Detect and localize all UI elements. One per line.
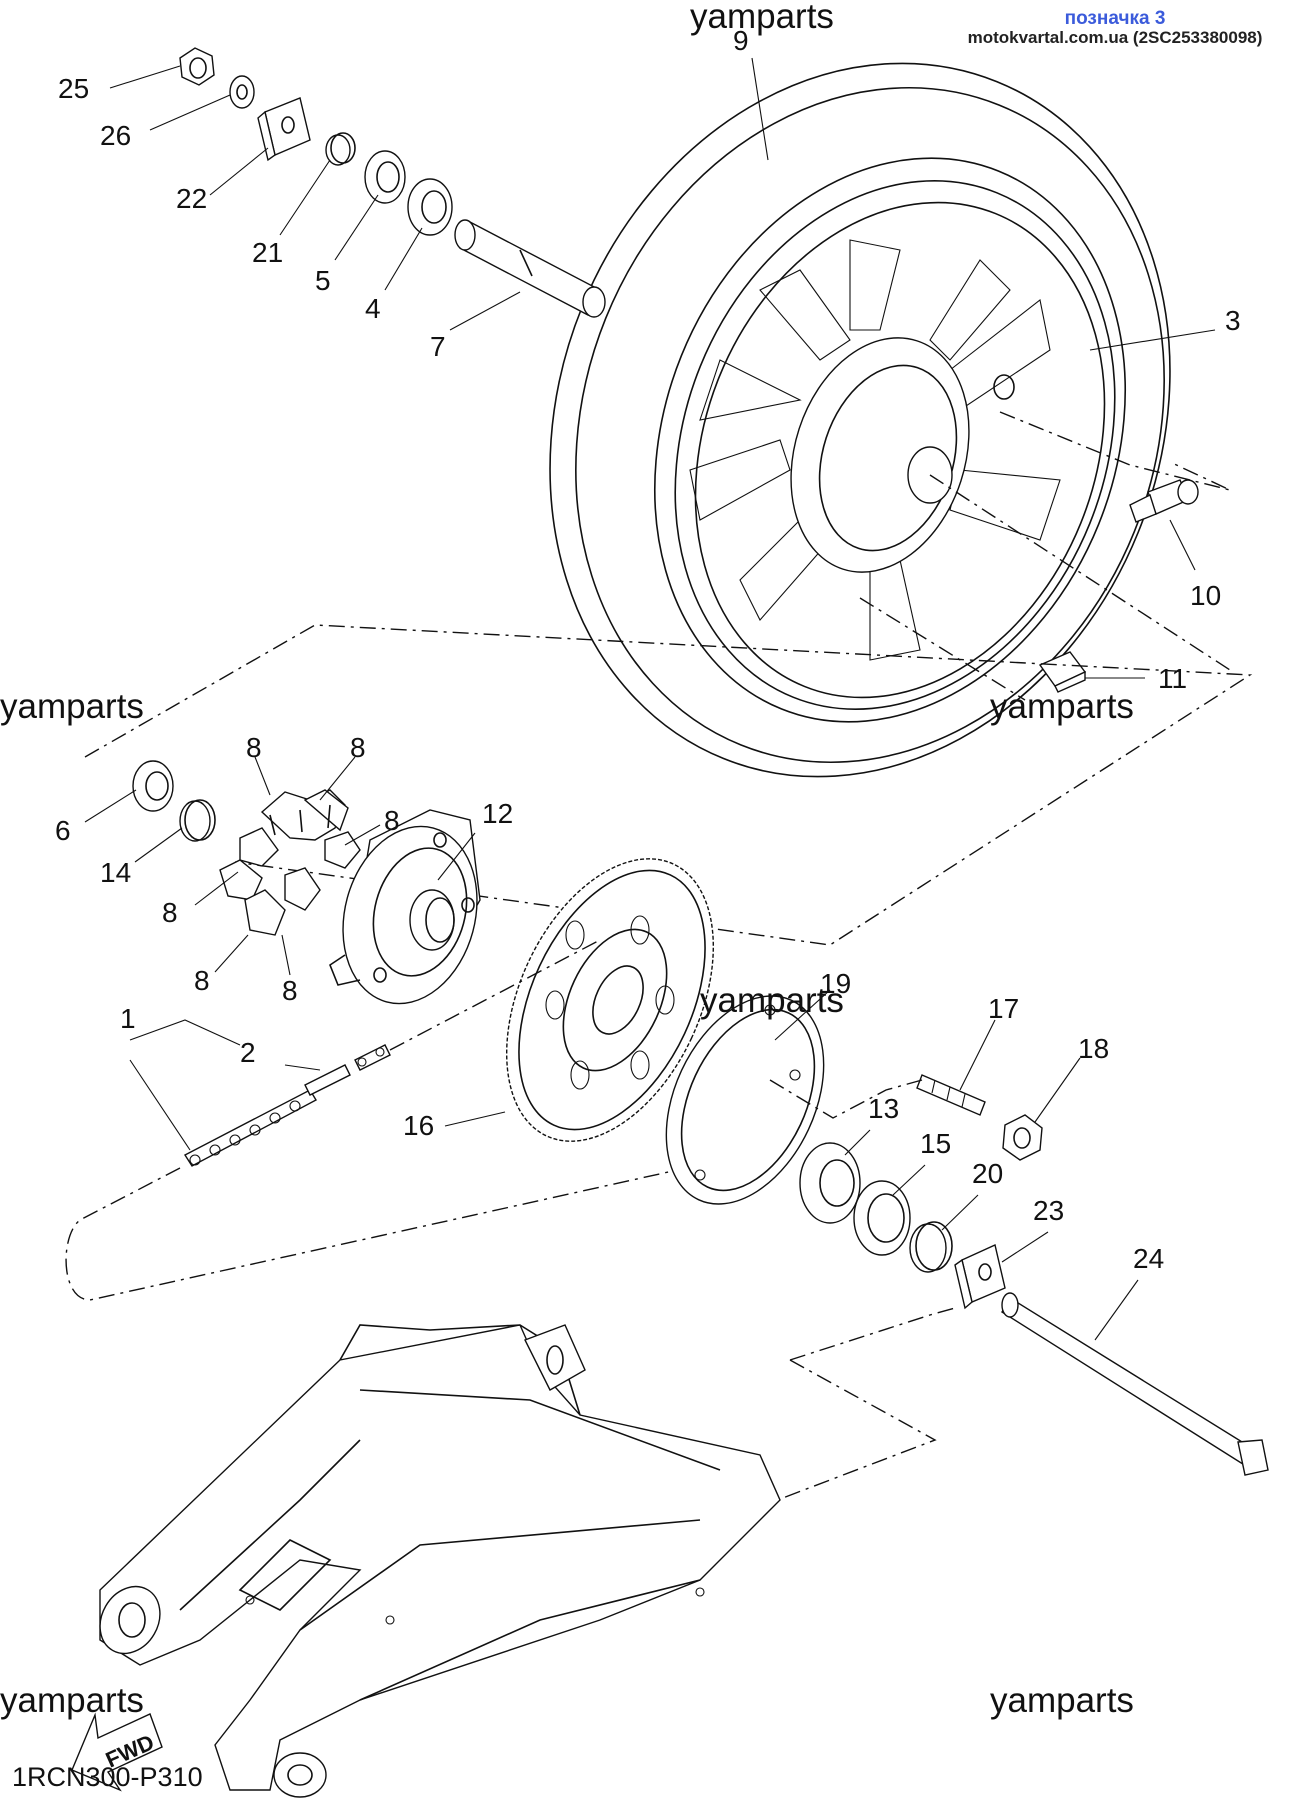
callout-5: 5	[315, 265, 331, 296]
damper-set[interactable]	[219, 789, 361, 936]
collar-7[interactable]	[454, 219, 606, 318]
drive-chain[interactable]	[183, 1089, 317, 1167]
header-source: motokvartal.com.ua (2SC253380098)	[967, 28, 1263, 47]
callout-4: 4	[365, 293, 381, 324]
collar-20[interactable]	[909, 1221, 953, 1273]
callout-26: 26	[100, 120, 131, 151]
diagram-code: 1RCN300-P310	[12, 1762, 203, 1792]
callout-13: 13	[868, 1093, 899, 1124]
callout-15: 15	[920, 1128, 951, 1159]
callout-22: 22	[176, 183, 207, 214]
callout-21: 21	[252, 237, 283, 268]
washer-26[interactable]	[229, 75, 255, 109]
bearing-6[interactable]	[132, 760, 174, 812]
callout-9: 9	[733, 25, 749, 56]
callout-18: 18	[1078, 1033, 1109, 1064]
watermark-right: yamparts	[990, 687, 1134, 726]
callout-25: 25	[58, 73, 89, 104]
watermark-top: yamparts	[690, 0, 834, 36]
callout-11: 11	[1158, 663, 1187, 694]
stud-bolt[interactable]	[916, 1074, 986, 1116]
callout-8a: 8	[246, 732, 262, 763]
leader-lines-top	[109, 57, 1216, 679]
callout-8b: 8	[350, 732, 366, 763]
callout-8e: 8	[194, 965, 210, 996]
callout-16: 16	[403, 1110, 434, 1141]
callout-7: 7	[430, 331, 446, 362]
callout-1: 1	[120, 1003, 136, 1034]
callout-24: 24	[1133, 1243, 1164, 1274]
clutch-hub[interactable]	[324, 809, 496, 1019]
watermark-center: yamparts	[700, 981, 844, 1020]
sprocket[interactable]	[465, 826, 755, 1174]
bearing-4[interactable]	[407, 178, 453, 236]
callout-12: 12	[482, 798, 513, 829]
watermarks: yamparts yamparts yamparts yamparts yamp…	[0, 0, 1134, 1720]
swingarm[interactable]	[88, 1324, 781, 1798]
callout-3: 3	[1225, 305, 1241, 336]
callout-14: 14	[100, 857, 131, 888]
oil-seal-5[interactable]	[364, 150, 406, 204]
callout-labels: 25 26 22 21 5 4 7 9 3 10 11 6 14 8 8 8 8…	[55, 25, 1241, 1274]
assembly-lines-axle	[619, 1079, 956, 1561]
leader-lines-middle	[84, 756, 1139, 1341]
collar-21[interactable]	[325, 132, 356, 166]
callout-20: 20	[972, 1158, 1003, 1189]
callout-8c: 8	[384, 805, 400, 836]
watermark-bottom-right: yamparts	[990, 1681, 1134, 1720]
watermark-bottom-left: yamparts	[0, 1681, 144, 1720]
watermark-left: yamparts	[0, 687, 144, 726]
callout-6: 6	[55, 815, 71, 846]
fwd-arrow-icon: FWD	[71, 1712, 163, 1792]
callout-8d: 8	[162, 897, 178, 928]
chain-joint[interactable]	[304, 1044, 391, 1096]
callout-23: 23	[1033, 1195, 1064, 1226]
chain-brackets	[129, 1019, 321, 1151]
wheel-axle[interactable]	[1001, 1292, 1269, 1476]
callout-8f: 8	[282, 975, 298, 1006]
callout-17: 17	[988, 993, 1019, 1024]
bearing-13[interactable]	[799, 1142, 861, 1224]
balance-weight[interactable]	[1038, 651, 1087, 693]
callout-19: 19	[820, 968, 851, 999]
sprocket-cover[interactable]	[635, 971, 855, 1230]
nut-18[interactable]	[1002, 1114, 1043, 1161]
plate-22[interactable]	[257, 97, 311, 162]
air-valve[interactable]	[1129, 479, 1199, 523]
nut-25[interactable]	[179, 47, 215, 86]
chain-loop	[65, 939, 701, 1301]
callout-10: 10	[1190, 580, 1221, 611]
oil-seal-15[interactable]	[853, 1180, 911, 1256]
callout-2: 2	[240, 1037, 256, 1068]
collar-14[interactable]	[179, 799, 216, 842]
header-badge: позначка 3	[1064, 8, 1166, 29]
rear-wheel[interactable]	[445, 0, 1275, 871]
plate-23[interactable]	[954, 1244, 1006, 1310]
